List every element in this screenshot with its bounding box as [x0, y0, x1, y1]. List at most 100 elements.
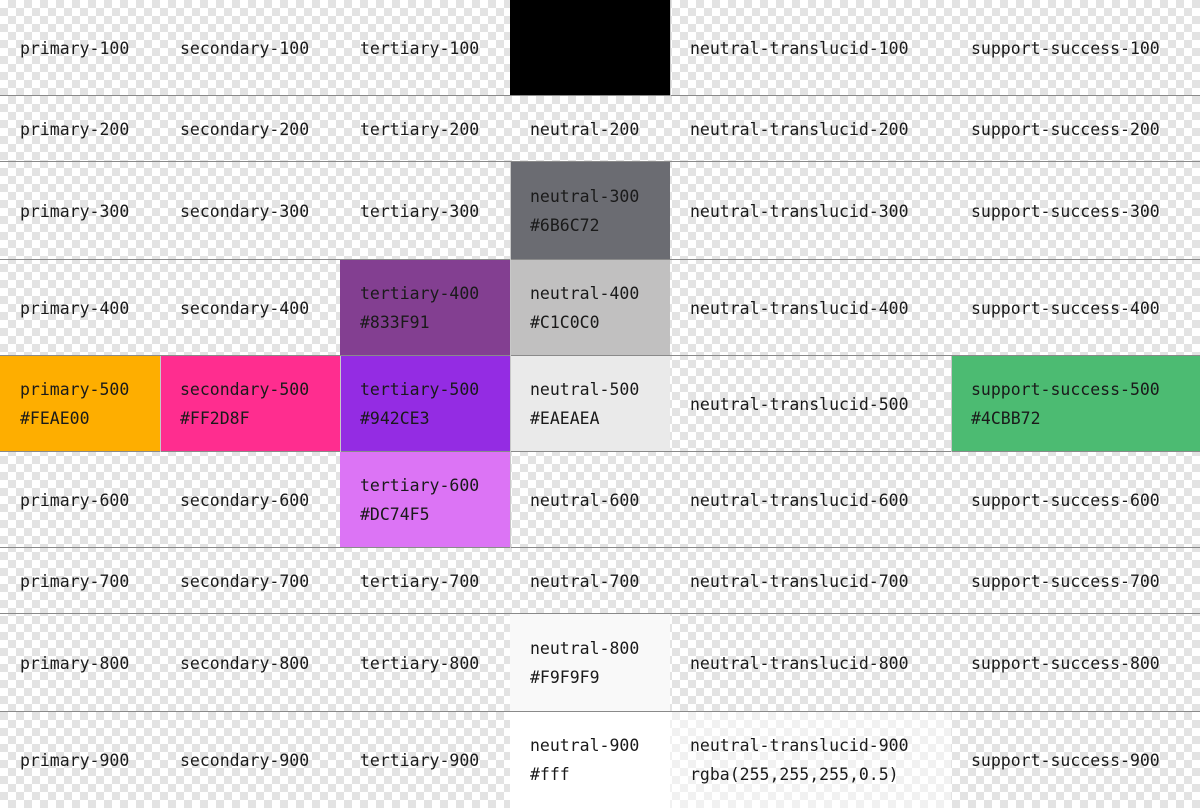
swatch-label: neutral-translucid-700: [690, 571, 909, 591]
swatch-label: neutral-translucid-300: [690, 201, 909, 221]
swatch-cell: secondary-900: [160, 712, 340, 808]
swatch-label: secondary-100: [180, 38, 310, 58]
swatch-cell: neutral-translucid-800: [670, 614, 951, 712]
swatch-label: support-success-100: [971, 38, 1160, 58]
swatch-label: neutral-translucid-600: [690, 490, 909, 510]
swatch-cell: neutral-translucid-700: [670, 548, 951, 614]
swatch-cell: [510, 0, 670, 96]
swatch-cell: primary-600: [0, 452, 160, 548]
swatch-label: support-success-400: [971, 298, 1160, 318]
swatch-cell: neutral-translucid-500: [670, 356, 951, 452]
swatch-value: rgba(255,255,255,0.5): [690, 765, 899, 784]
swatch-value: #DC74F5: [360, 505, 430, 524]
swatch-cell: tertiary-100: [340, 0, 510, 96]
swatch-cell: neutral-400 #C1C0C0: [510, 260, 670, 356]
swatch-value: #942CE3: [360, 409, 430, 428]
swatch-value: #F9F9F9: [530, 668, 600, 687]
swatch-cell: neutral-500 #EAEAEA: [510, 356, 670, 452]
swatch-value: #FF2D8F: [180, 409, 250, 428]
swatch-label: neutral-500: [530, 380, 640, 399]
swatch-cell: neutral-700: [510, 548, 670, 614]
swatch-label: primary-200: [20, 119, 130, 139]
swatch-cell: secondary-500 #FF2D8F: [160, 356, 340, 452]
swatch-label: neutral-translucid-800: [690, 653, 909, 673]
swatch-label: secondary-300: [180, 201, 310, 221]
swatch-cell: neutral-200: [510, 96, 670, 162]
swatch-label: neutral-900: [530, 736, 640, 755]
swatch-label: support-success-500: [971, 380, 1160, 399]
swatch-cell: primary-100: [0, 0, 160, 96]
swatch-cell: tertiary-700: [340, 548, 510, 614]
swatch-label: neutral-400: [530, 284, 640, 303]
swatch-label: support-success-900: [971, 750, 1160, 770]
swatch-label: tertiary-200: [360, 119, 480, 139]
swatch-value: #fff: [530, 765, 570, 784]
swatch-label: neutral-translucid-500: [690, 394, 909, 414]
swatch-label: tertiary-600: [360, 476, 480, 495]
swatch-label: primary-900: [20, 750, 130, 770]
swatch-label: support-success-200: [971, 119, 1160, 139]
swatch-label: neutral-200: [530, 119, 640, 139]
swatch-cell: support-success-600: [951, 452, 1200, 548]
swatch-cell: secondary-400: [160, 260, 340, 356]
swatch-cell: neutral-translucid-300: [670, 162, 951, 260]
swatch-label: tertiary-300: [360, 201, 480, 221]
swatch-label: neutral-800: [530, 639, 640, 658]
swatch-cell: tertiary-300: [340, 162, 510, 260]
swatch-cell: tertiary-400 #833F91: [340, 260, 510, 356]
swatch-label: tertiary-800: [360, 653, 480, 673]
swatch-label: secondary-900: [180, 750, 310, 770]
swatch-label: primary-700: [20, 571, 130, 591]
swatch-cell: neutral-translucid-100: [670, 0, 951, 96]
swatch-label: neutral-600: [530, 490, 640, 510]
swatch-cell: secondary-200: [160, 96, 340, 162]
swatch-cell: neutral-translucid-200: [670, 96, 951, 162]
swatch-label: neutral-300: [530, 187, 640, 206]
swatch-cell: neutral-300 #6B6C72: [510, 162, 670, 260]
swatch-cell: tertiary-900: [340, 712, 510, 808]
swatch-cell: tertiary-600 #DC74F5: [340, 452, 510, 548]
swatch-cell: neutral-900 #fff: [510, 712, 670, 808]
swatch-value: #4CBB72: [971, 409, 1041, 428]
swatch-value: #EAEAEA: [530, 409, 600, 428]
swatch-label: neutral-700: [530, 571, 640, 591]
swatch-label: secondary-700: [180, 571, 310, 591]
swatch-label: tertiary-400: [360, 284, 480, 303]
swatch-label: primary-300: [20, 201, 130, 221]
swatch-cell: secondary-800: [160, 614, 340, 712]
swatch-cell: tertiary-500#942CE3: [340, 356, 510, 452]
swatch-value: #833F91: [360, 313, 430, 332]
swatch-cell: support-success-700: [951, 548, 1200, 614]
swatch-cell: primary-300: [0, 162, 160, 260]
swatch-cell: neutral-translucid-400: [670, 260, 951, 356]
swatch-label: primary-600: [20, 490, 130, 510]
swatch-label: neutral-translucid-200: [690, 119, 909, 139]
swatch-label: secondary-800: [180, 653, 310, 673]
swatch-cell: secondary-600: [160, 452, 340, 548]
swatch-value: #C1C0C0: [530, 313, 600, 332]
swatch-cell: neutral-translucid-600: [670, 452, 951, 548]
swatch-label: neutral-translucid-100: [690, 38, 909, 58]
swatch-cell: primary-700: [0, 548, 160, 614]
swatch-cell: secondary-100: [160, 0, 340, 96]
swatch-label: secondary-500: [180, 380, 310, 399]
swatch-label: secondary-400: [180, 298, 310, 318]
swatch-label: secondary-600: [180, 490, 310, 510]
swatch-label: secondary-200: [180, 119, 310, 139]
swatch-label: neutral-translucid-900: [690, 736, 909, 755]
swatch-label: primary-500: [20, 380, 130, 399]
swatch-cell: primary-500 #FEAE00: [0, 356, 160, 452]
swatch-cell: secondary-700: [160, 548, 340, 614]
swatch-cell: secondary-300: [160, 162, 340, 260]
swatch-value: #6B6C72: [530, 216, 600, 235]
swatch-cell: neutral-800 #F9F9F9: [510, 614, 670, 712]
swatch-cell: support-success-300: [951, 162, 1200, 260]
swatch-label: support-success-300: [971, 201, 1160, 221]
swatch-cell: support-success-200: [951, 96, 1200, 162]
swatch-value: #FEAE00: [20, 409, 90, 428]
swatch-cell: tertiary-800: [340, 614, 510, 712]
swatch-label: primary-400: [20, 298, 130, 318]
swatch-cell: neutral-translucid-900 rgba(255,255,255,0…: [670, 712, 951, 808]
swatch-cell: primary-400: [0, 260, 160, 356]
